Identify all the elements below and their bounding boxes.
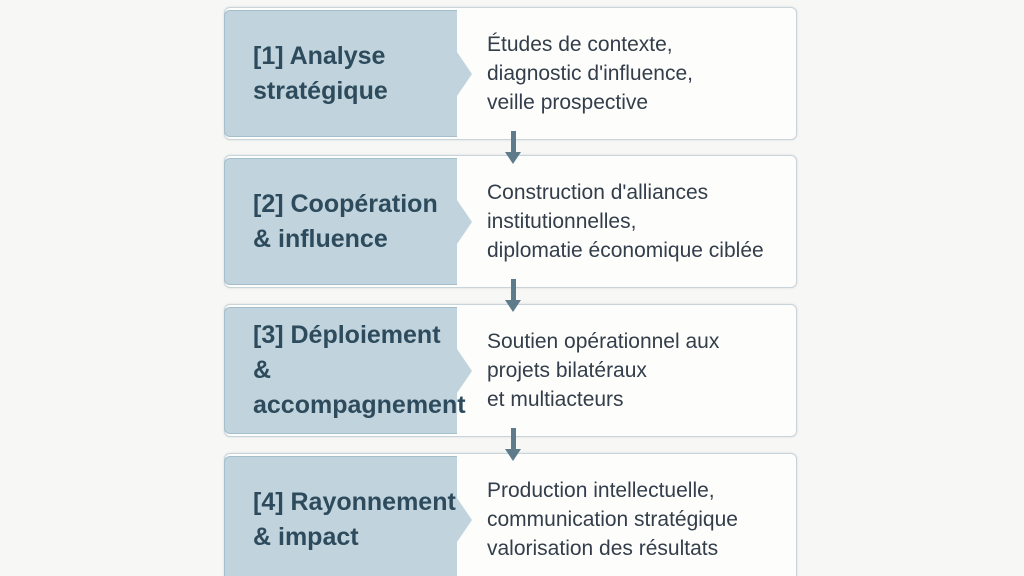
process-step: Études de contexte, diagnostic d'influen… [224, 7, 797, 140]
step-label: [1] Analyse stratégique [253, 41, 388, 105]
arrow-down-icon [505, 279, 521, 312]
arrow-down-icon [505, 131, 521, 164]
step-description: Construction d'alliances institutionnell… [487, 181, 764, 262]
step-description: Production intellectuelle, communication… [487, 479, 738, 560]
process-step: Construction d'alliances institutionnell… [224, 155, 797, 288]
chevron-right-icon [457, 348, 472, 393]
step-label-box: [1] Analyse stratégique [224, 10, 472, 137]
chevron-right-icon [457, 497, 472, 542]
chevron-right-icon [457, 51, 472, 96]
step-description: Études de contexte, diagnostic d'influen… [487, 33, 693, 114]
step-label-box: [4] Rayonnement & impact [224, 456, 472, 576]
arrow-shaft [510, 428, 516, 449]
arrow-shaft [510, 131, 516, 152]
arrow-head [505, 300, 521, 312]
arrow-down-icon [505, 428, 521, 461]
step-label-box: [3] Déploiement & accompagnement [224, 307, 472, 434]
process-step: Production intellectuelle, communication… [224, 453, 797, 576]
process-step: Soutien opérationnel aux projets bilatér… [224, 304, 797, 437]
arrow-head [505, 152, 521, 164]
step-description: Soutien opérationnel aux projets bilatér… [487, 330, 720, 411]
arrow-head [505, 449, 521, 461]
step-label: [4] Rayonnement & impact [253, 487, 456, 551]
chevron-right-icon [457, 199, 472, 244]
step-label-box: [2] Coopération & influence [224, 158, 472, 285]
arrow-shaft [510, 279, 516, 300]
step-label: [2] Coopération & influence [253, 189, 438, 253]
step-label: [3] Déploiement & accompagnement [253, 321, 466, 419]
